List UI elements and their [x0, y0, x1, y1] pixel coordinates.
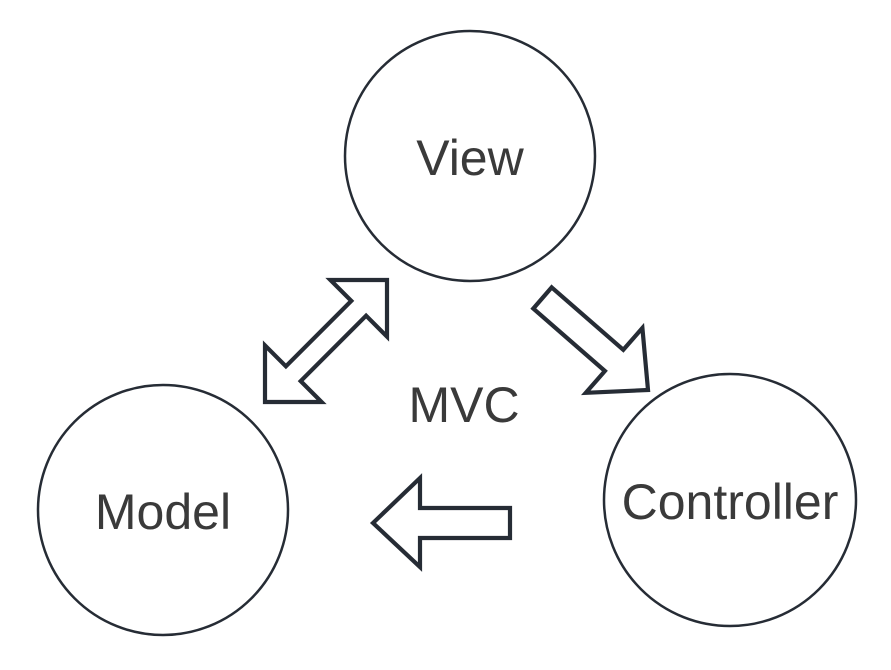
- model-circle: [36, 383, 290, 637]
- view-circle: [343, 29, 597, 283]
- mvc-center-label: MVC: [408, 377, 519, 433]
- controller-label: Controller: [622, 474, 839, 530]
- arrow-view-model-bidirectional: [262, 277, 390, 405]
- node-controller: Controller: [602, 372, 858, 628]
- arrow-controller-model: [369, 473, 513, 572]
- node-view: View: [343, 29, 597, 283]
- model-label: Model: [95, 484, 231, 540]
- view-label: View: [416, 130, 524, 186]
- controller-circle: [602, 372, 858, 628]
- arrow-view-controller: [530, 284, 651, 396]
- node-model: Model: [36, 383, 290, 637]
